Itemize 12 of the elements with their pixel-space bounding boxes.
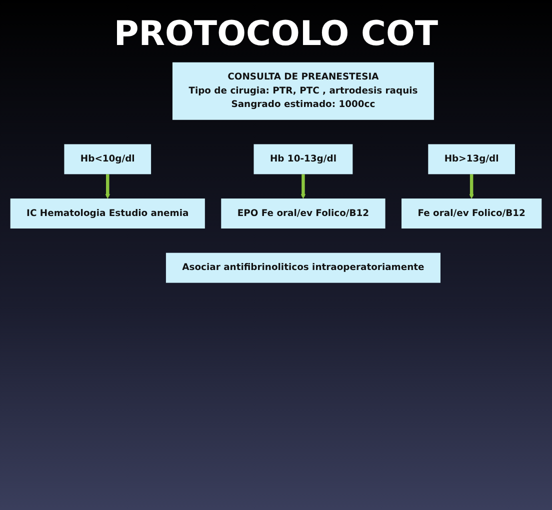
arrow: [300, 174, 306, 199]
node-box: Hb>13g/dl: [428, 144, 515, 174]
node-box: IC Hematologia Estudio anemia: [10, 198, 205, 228]
node-box: EPO Fe oral/ev Folico/B12: [221, 198, 386, 228]
node-box: Fe oral/ev Folico/B12: [402, 198, 542, 228]
node-box: Hb<10g/dl: [64, 144, 152, 174]
node-box: Asociar antifibrinoliticos intraoperatoriamente: [166, 252, 440, 283]
arrow: [105, 174, 110, 199]
node-box: CONSULTA DE PREANESTESIA Tipo de cirugia: PTR, PTC , artrodesis raquis Sangrado estimado: 1000cc: [172, 62, 434, 120]
arrow: [469, 174, 474, 199]
node-box: Hb 10-13g/dl: [254, 144, 353, 174]
title: PROTOCOLO COT: [112, 14, 440, 54]
